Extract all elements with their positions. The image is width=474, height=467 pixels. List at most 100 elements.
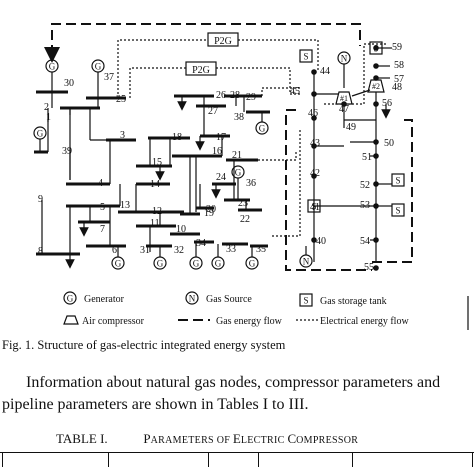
electrical-flow-line <box>129 67 186 98</box>
node-label: 22 <box>240 214 250 225</box>
gas-node-dot <box>373 265 379 271</box>
node-label: 44 <box>320 66 330 77</box>
gas-node-dot <box>311 173 317 179</box>
node-label: 41 <box>310 202 320 213</box>
node-label: 59 <box>392 42 402 53</box>
legend-gas-source: Gas Source <box>206 294 252 305</box>
generator-icon: G <box>95 62 102 72</box>
compressor-label: #1 <box>340 94 348 103</box>
gas-storage-icon: S <box>395 176 400 186</box>
node-label: 34 <box>196 238 206 249</box>
generator-icon: G <box>193 259 200 269</box>
table-title: TABLE I. PARAMETERS OF ELECTRIC COMPRESS… <box>56 431 359 446</box>
gas-storage-icon <box>391 203 405 217</box>
gas-source-icon: N <box>189 294 196 304</box>
electrical-flow-line <box>270 130 301 237</box>
node-label: 28 <box>230 90 240 101</box>
generator-icon: G <box>157 259 164 269</box>
node-label: 45 <box>290 86 300 97</box>
legend-gas-flow: Gas energy flow <box>216 316 283 327</box>
node-label: 26 <box>216 90 226 101</box>
p2g-label: P2G <box>214 36 232 47</box>
node-label: 40 <box>316 236 326 247</box>
node-label: 50 <box>384 138 394 149</box>
node-label: 12 <box>152 206 162 217</box>
node-label: 58 <box>394 60 404 71</box>
gas-electric-system-diagram: G30G3725G39213458976G3113121110G3234G33G… <box>33 23 469 330</box>
node-label: 10 <box>176 224 186 235</box>
generator-icon: G <box>37 129 44 139</box>
gas-node-dot <box>373 101 379 107</box>
electrical-flow-line <box>238 150 297 161</box>
node-label: 14 <box>150 179 160 190</box>
generator-icon <box>63 291 77 305</box>
air-compressor-icon <box>63 315 79 325</box>
node-label: 56 <box>382 98 392 109</box>
node-label: 55 <box>364 262 374 273</box>
gas-flow-line <box>372 119 413 263</box>
generator-icon: G <box>215 259 222 269</box>
gas-storage-icon: S <box>303 52 308 62</box>
node-label: 32 <box>174 245 184 256</box>
gas-storage-icon: S <box>395 206 400 216</box>
node-label: 33 <box>226 244 236 255</box>
node-label: 35 <box>256 244 266 255</box>
gas-storage-icon <box>299 49 313 63</box>
node-label: 13 <box>120 200 130 211</box>
body-paragraph: Information about natural gas nodes, com… <box>2 372 472 416</box>
node-label: 18 <box>172 132 182 143</box>
p2g-label: P2G <box>192 65 210 76</box>
gas-flow-line <box>51 23 361 55</box>
node-label: 36 <box>246 178 256 189</box>
node-label: 16 <box>212 146 222 157</box>
electrical-flow-line <box>261 87 300 96</box>
compressor-label: #2 <box>372 82 380 91</box>
gas-flow-line <box>285 109 372 271</box>
legend-electrical-flow: Electrical energy flow <box>320 316 409 327</box>
legend-gas-storage: Gas storage tank <box>320 296 387 307</box>
table-top-border <box>0 452 474 467</box>
generator-icon: G <box>249 259 256 269</box>
legend-air-compressor: Air compressor <box>82 316 145 327</box>
electrical-flow-line <box>117 39 208 98</box>
gas-storage-icon <box>299 293 313 307</box>
node-label: 25 <box>116 94 126 105</box>
node-label: 30 <box>64 78 74 89</box>
generator-icon: G <box>115 259 122 269</box>
node-label: 39 <box>62 146 72 157</box>
node-label: 11 <box>150 218 160 229</box>
gas-source-icon: N <box>341 54 348 64</box>
node-label: 51 <box>362 152 372 163</box>
node-label: 48 <box>392 82 402 93</box>
node-label: 7 <box>100 224 105 235</box>
generator-icon: G <box>259 124 266 134</box>
node-label: 6 <box>112 245 117 256</box>
node-label: 2 <box>44 102 49 113</box>
node-label: 46 <box>308 108 318 119</box>
body-text: Information about natural gas nodes, com… <box>2 374 441 413</box>
node-label: 57 <box>394 74 404 85</box>
node-label: 52 <box>360 180 370 191</box>
node-label: 17 <box>216 132 226 143</box>
node-label: 54 <box>360 236 370 247</box>
gas-storage-icon: S <box>303 296 308 306</box>
node-label: 4 <box>98 178 103 189</box>
legend-generator: Generator <box>84 294 125 305</box>
node-label: 38 <box>234 112 244 123</box>
electrical-flow-line <box>216 67 300 95</box>
node-label: 15 <box>152 157 162 168</box>
generator-icon: G <box>67 294 74 304</box>
connector-line <box>351 89 371 97</box>
node-label: 19 <box>204 208 214 219</box>
node-label: 31 <box>140 245 150 256</box>
node-label: 5 <box>100 202 105 213</box>
node-label: 27 <box>208 106 218 117</box>
table-number: TABLE I. <box>56 431 108 446</box>
figure-caption: Fig. 1. Structure of gas-electric integr… <box>2 338 286 352</box>
gas-source-icon: N <box>303 257 310 267</box>
node-label: 29 <box>246 92 256 103</box>
node-label: 3 <box>120 130 125 141</box>
air-compressor-icon <box>367 79 385 93</box>
node-label: 20 <box>206 204 216 215</box>
node-label: 9 <box>38 194 43 205</box>
